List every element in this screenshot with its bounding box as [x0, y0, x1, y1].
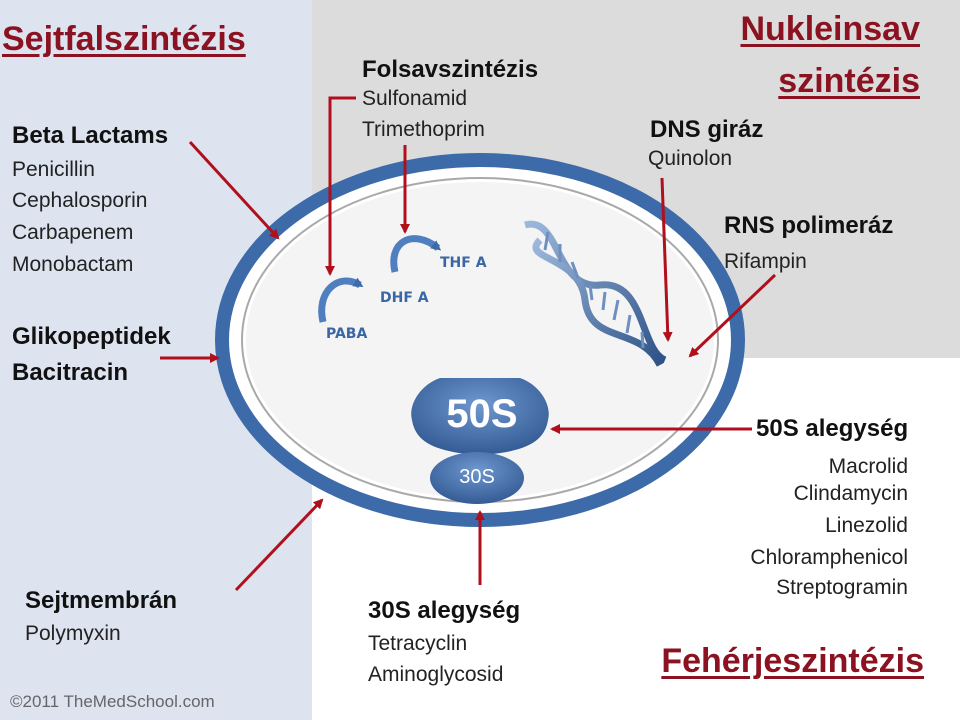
drug-quinolon: Quinolon — [648, 147, 733, 170]
arrow-quinolon — [660, 177, 673, 342]
folate-synthesis-heading: Folsavszintézis — [362, 56, 539, 83]
drug-tetracyclin: Tetracyclin — [368, 632, 468, 655]
title-protein-synthesis: Fehérjeszintézis — [661, 642, 924, 680]
label-dhf: DHF A — [380, 290, 429, 306]
arrow-rifampin — [688, 273, 777, 358]
glycopeptides-heading: Glikopeptidek — [12, 323, 171, 350]
drug-monobactam: Monobactam — [12, 253, 134, 276]
paba-dhf-arrow — [318, 277, 364, 323]
drug-aminoglycosid: Aminoglycosid — [368, 663, 504, 686]
dhf-thf-arrow — [390, 235, 442, 273]
membrane-heading: Sejtmembrán — [25, 587, 178, 614]
drug-trimethoprim: Trimethoprim — [362, 118, 485, 141]
subunit-50s-heading: 50S alegység — [756, 415, 909, 442]
arrow-beta-lactams — [188, 140, 280, 240]
bacitracin-heading: Bacitracin — [12, 359, 129, 386]
dna-helix-icon — [524, 220, 667, 367]
drug-sulfonamid: Sulfonamid — [362, 87, 468, 110]
ribosome-30s — [430, 452, 524, 504]
drug-polymyxin: Polymyxin — [25, 622, 121, 645]
drug-clindamycin: Clindamycin — [793, 482, 908, 505]
drug-chloramphenicol: Chloramphenicol — [750, 546, 908, 569]
cell-interior — [246, 182, 714, 498]
copyright-text: ©2011 TheMedSchool.com — [10, 692, 215, 711]
label-thf: THF A — [440, 255, 487, 271]
title-cell-wall-synthesis: Sejtfalszintézis — [2, 20, 246, 58]
arrow-sulfonamid — [325, 96, 356, 276]
arrow-membrane — [234, 498, 324, 592]
subunit-30s-heading: 30S alegység — [368, 597, 521, 624]
ribosome-30s-label: 30S — [459, 466, 495, 488]
ribosome-50s — [411, 378, 549, 455]
drug-rifampin: Rifampin — [724, 250, 807, 273]
drug-penicillin: Penicillin — [12, 158, 95, 181]
label-paba: PABA — [326, 326, 368, 342]
drug-streptogramin: Streptogramin — [776, 576, 908, 599]
drug-carbapenem: Carbapenem — [12, 221, 134, 244]
drug-linezolid: Linezolid — [825, 514, 908, 537]
beta-lactams-heading: Beta Lactams — [12, 122, 169, 149]
title-nucleic-acid-line1: Nukleinsav — [740, 10, 920, 48]
rna-polymerase-heading: RNS polimeráz — [724, 212, 894, 239]
title-nucleic-acid-line2: szintézis — [778, 62, 920, 100]
drug-cephalosporin: Cephalosporin — [12, 189, 148, 212]
dna-gyrase-heading: DNS giráz — [650, 116, 764, 143]
drug-macrolid: Macrolid — [828, 455, 908, 478]
ribosome-50s-label: 50S — [446, 392, 518, 436]
